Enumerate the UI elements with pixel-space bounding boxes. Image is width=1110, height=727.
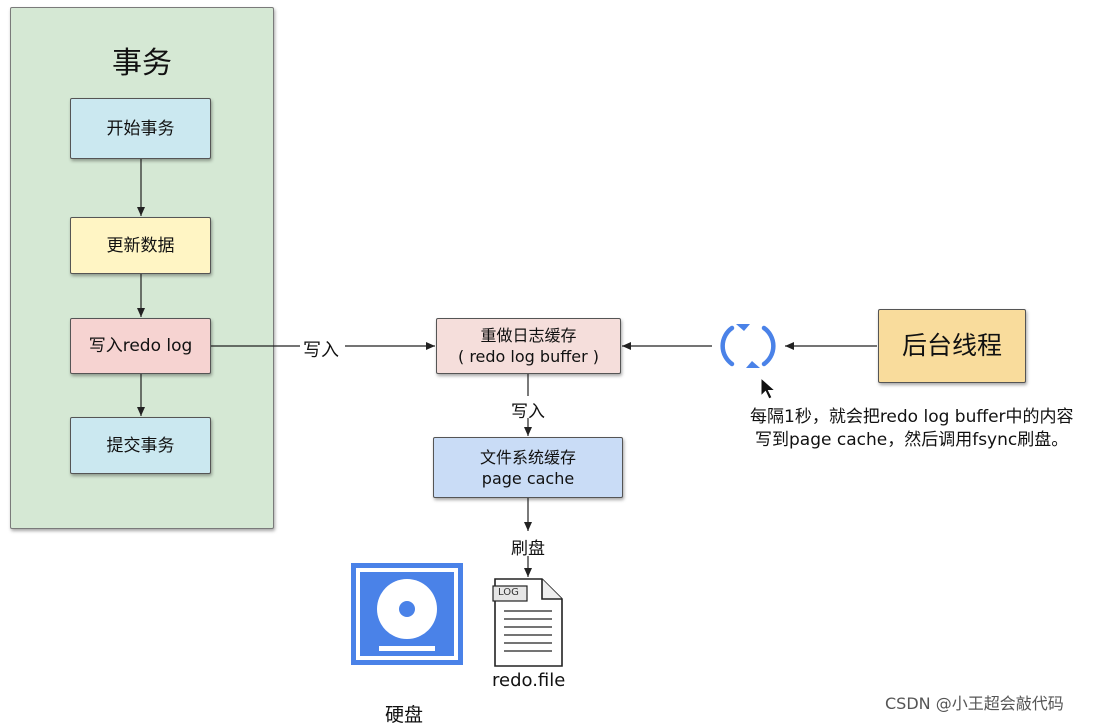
step-begin-transaction: 开始事务 (70, 98, 211, 159)
edge-label-write-to-buffer: 写入 (303, 340, 339, 361)
redo-log-buffer-title: 重做日志缓存 (480, 326, 577, 345)
hard-disk-label: 硬盘 (385, 704, 424, 726)
log-file-tag: LOG (498, 587, 519, 598)
step-write-redo-log: 写入redo log (70, 318, 211, 374)
note-line-2: 写到page cache，然后调用fsync刷盘。 (755, 430, 1069, 450)
step-update-data: 更新数据 (70, 217, 211, 274)
page-cache-title: 文件系统缓存 (479, 447, 576, 467)
redo-log-buffer-subtitle: ( redo log buffer ) (458, 347, 599, 366)
hard-disk-icon (351, 563, 463, 665)
transaction-panel-title: 事务 (112, 46, 172, 81)
background-thread-box: 后台线程 (878, 309, 1026, 383)
page-cache-subtitle: page cache (481, 468, 575, 488)
mouse-cursor-icon (760, 377, 777, 400)
step-commit-transaction: 提交事务 (70, 417, 211, 474)
watermark: CSDN @小王超会敲代码 (885, 694, 1064, 713)
edge-label-flush: 刷盘 (511, 539, 545, 559)
redo-log-buffer-box: 重做日志缓存 ( redo log buffer ) (436, 318, 621, 374)
page-cache-box: 文件系统缓存 page cache (433, 437, 623, 498)
log-file-label: redo.file (492, 670, 566, 691)
note-line-1: 每隔1秒，就会把redo log buffer中的内容 (750, 407, 1074, 427)
log-file-icon (492, 578, 563, 667)
edge-label-write-to-cache: 写入 (511, 402, 545, 422)
refresh-cycle-icon (720, 324, 776, 368)
